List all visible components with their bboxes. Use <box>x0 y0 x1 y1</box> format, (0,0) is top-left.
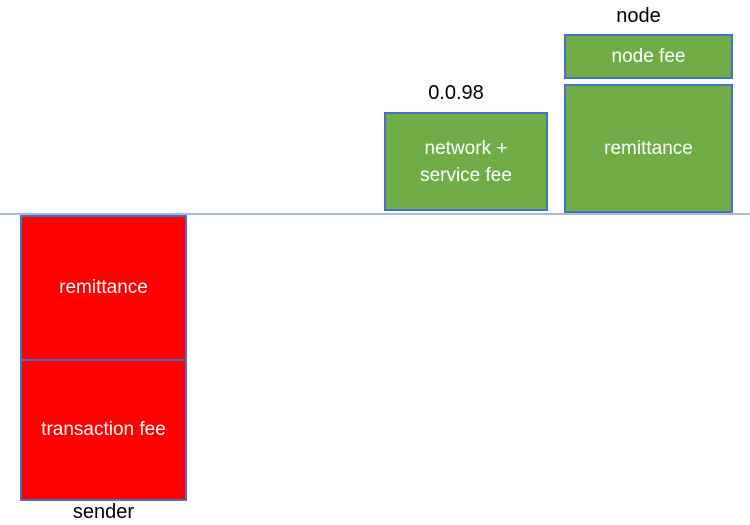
node-remittance-box: remittance <box>564 84 733 213</box>
sender-stack: remittance transaction fee <box>20 215 187 501</box>
node-fee-box: node fee <box>564 34 733 79</box>
fee-account-caption: 0.0.98 <box>428 82 484 104</box>
network-service-fee-box: network + service fee <box>384 112 548 211</box>
sender-caption: sender <box>72 501 135 523</box>
sender-transaction-fee-segment: transaction fee <box>41 419 166 440</box>
baseline-divider <box>0 213 750 215</box>
sender-remittance-segment: remittance <box>22 217 185 361</box>
node-caption: node <box>616 5 661 27</box>
